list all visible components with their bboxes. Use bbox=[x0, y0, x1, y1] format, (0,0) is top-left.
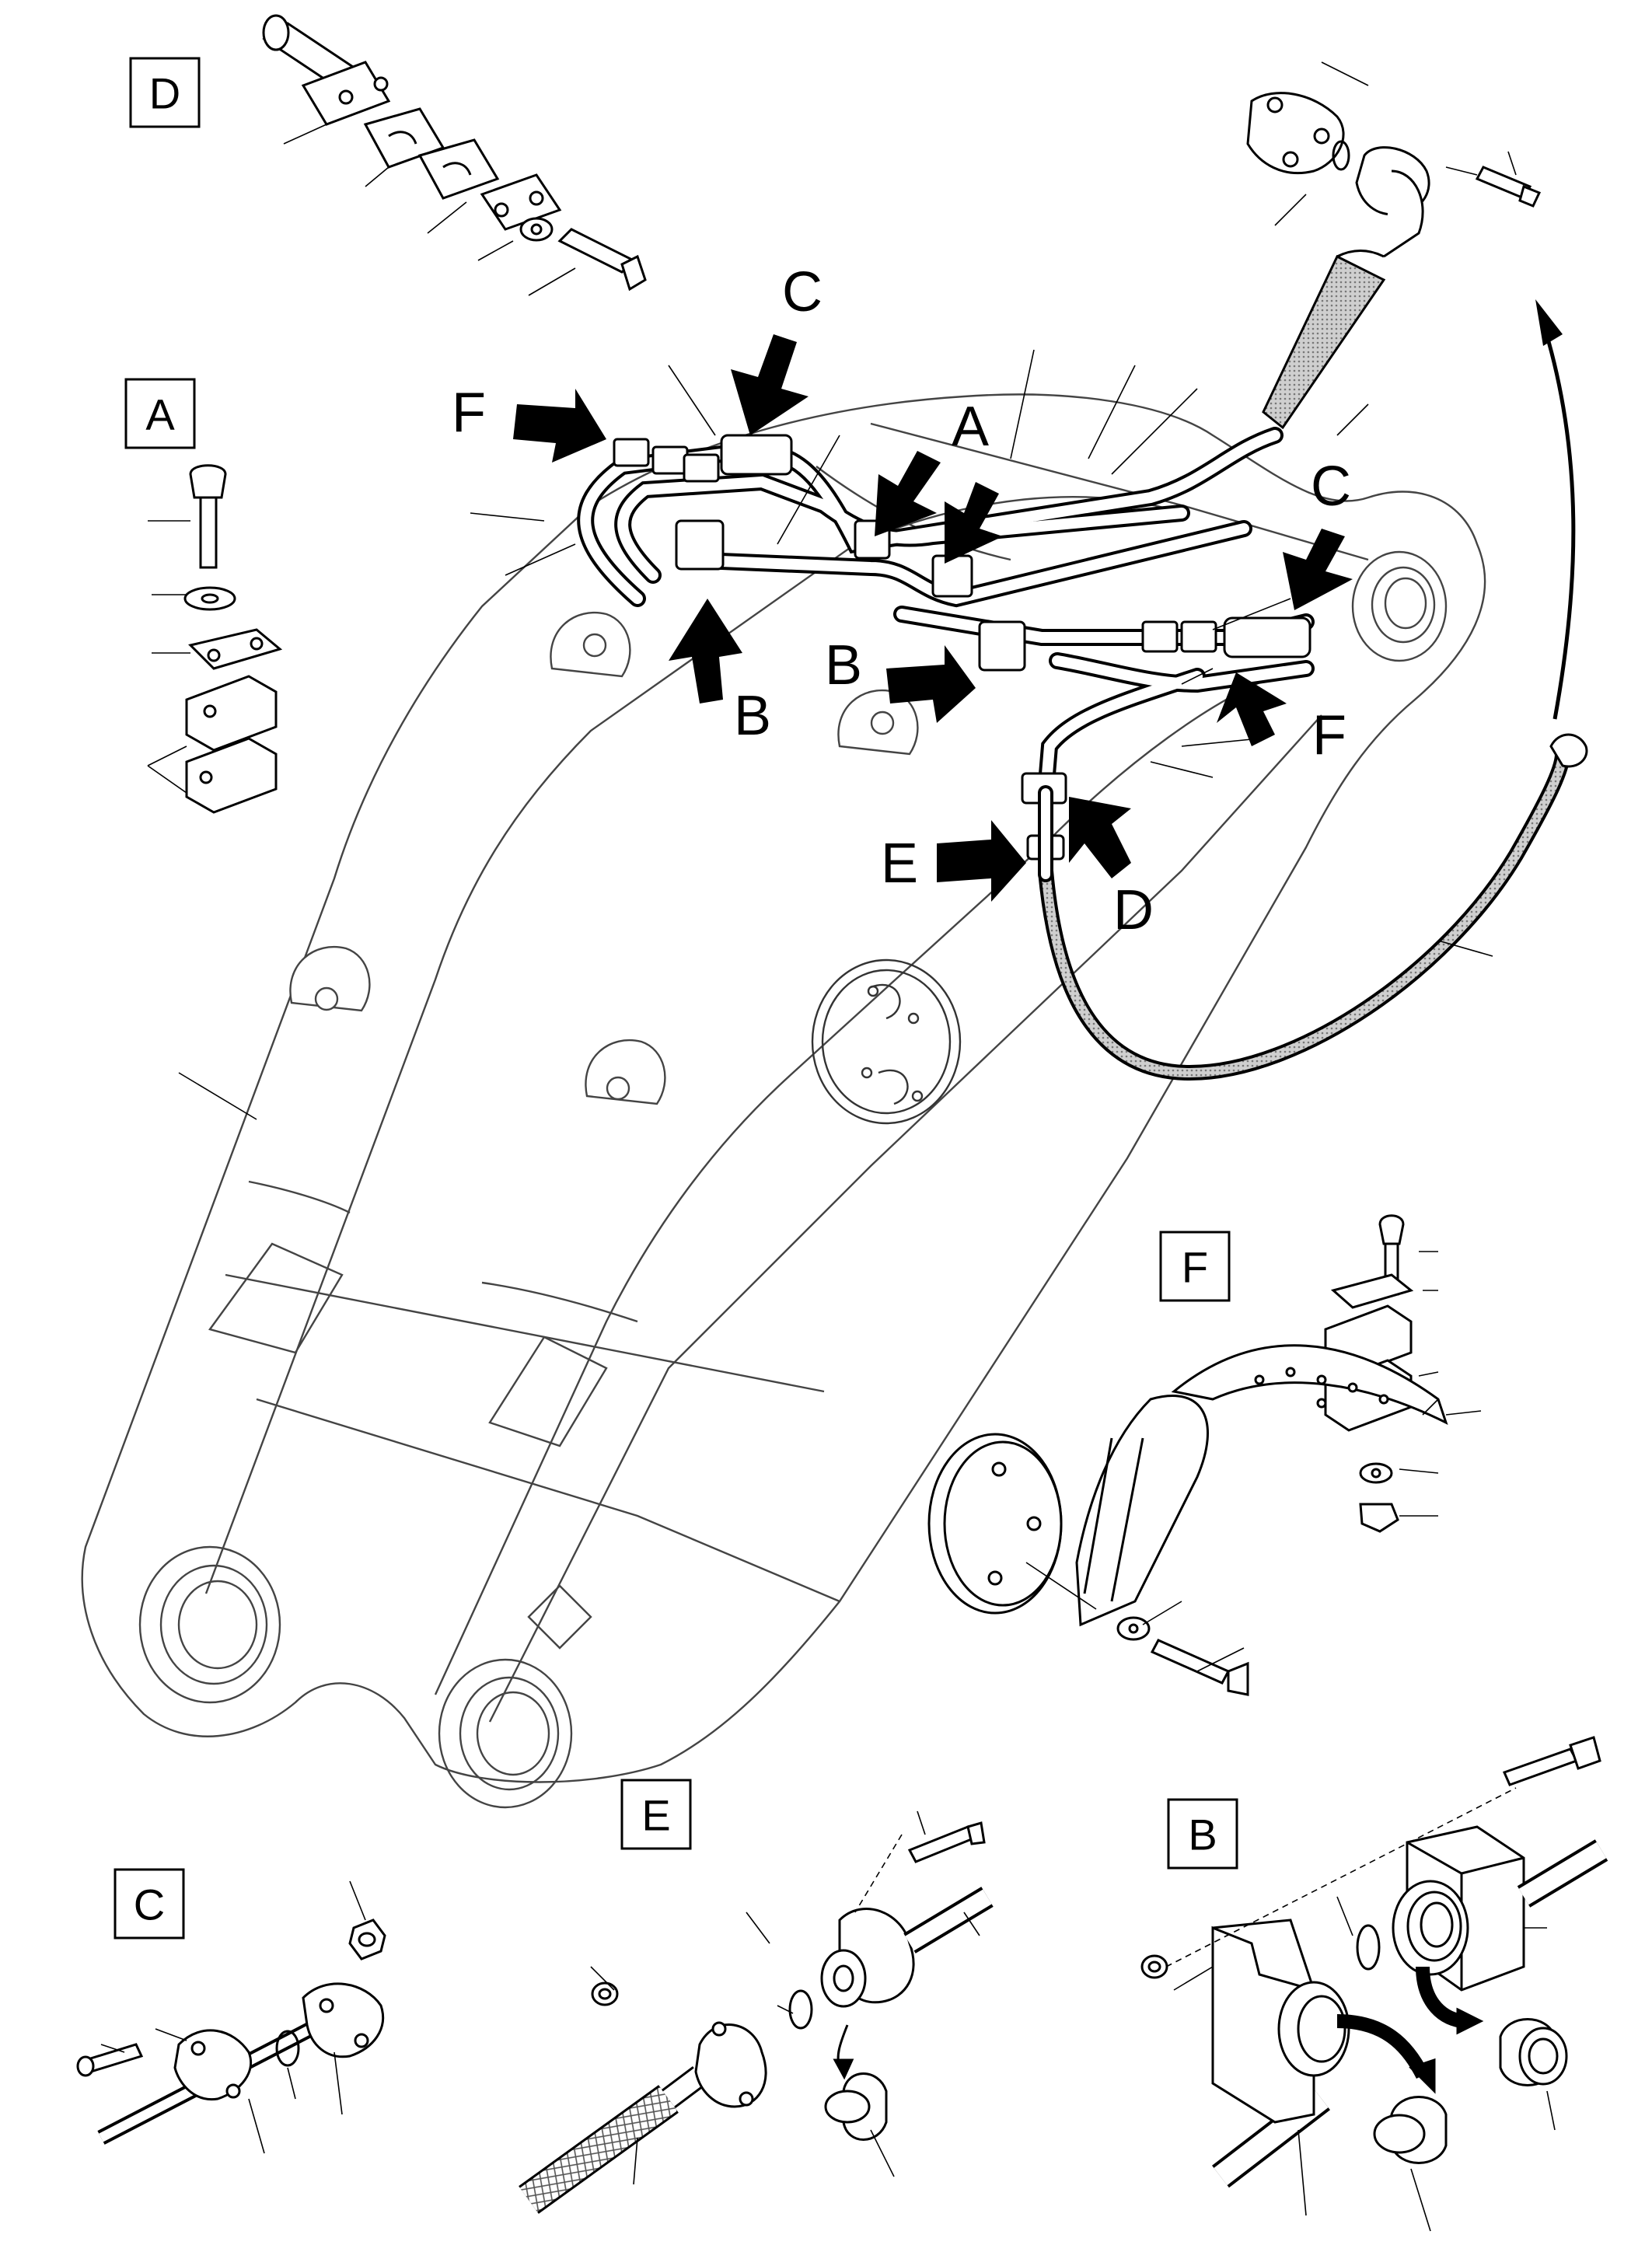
callout-arrows bbox=[513, 334, 1353, 902]
svg-text:C: C bbox=[134, 1880, 165, 1929]
boom-pivot-bosses bbox=[138, 550, 1448, 1809]
callout-a-mid: A bbox=[952, 396, 989, 458]
detail-d-parts bbox=[262, 14, 647, 296]
callout-c-right: C bbox=[1311, 456, 1351, 518]
detail-box-f: F bbox=[1159, 1231, 1231, 1302]
detail-label-boxes: D A F C E B bbox=[114, 57, 1238, 1940]
callout-d-mid: D bbox=[1113, 879, 1154, 941]
detail-b-parts bbox=[1140, 1736, 1608, 2232]
callout-letters: C F A B B C F E D bbox=[452, 261, 1351, 941]
callout-f-right: F bbox=[1312, 704, 1346, 766]
svg-text:A: A bbox=[145, 390, 175, 439]
svg-text:D: D bbox=[149, 69, 180, 118]
callout-c-top: C bbox=[782, 261, 823, 323]
detail-f-parts bbox=[927, 1214, 1482, 1696]
boom-arm bbox=[81, 393, 1486, 1783]
hydraulic-pipes bbox=[577, 427, 1315, 801]
flange-fitting-detail bbox=[1246, 61, 1542, 436]
flexible-hose bbox=[1038, 733, 1588, 1081]
callout-b-left: B bbox=[734, 685, 771, 747]
detail-c-parts bbox=[76, 1880, 386, 2154]
svg-text:F: F bbox=[1182, 1243, 1208, 1292]
boom-mounting-lugs bbox=[289, 612, 919, 1105]
detail-a-parts bbox=[147, 464, 283, 814]
detail-box-a: A bbox=[124, 378, 196, 449]
detail-box-e: E bbox=[620, 1779, 692, 1850]
svg-text:E: E bbox=[641, 1791, 670, 1840]
inspection-cover bbox=[811, 958, 962, 1125]
callout-f-left: F bbox=[452, 382, 486, 444]
detail-box-b: B bbox=[1167, 1798, 1238, 1870]
callout-e-mid: E bbox=[881, 833, 918, 895]
direction-arrow bbox=[1535, 299, 1576, 720]
callout-b-right: B bbox=[825, 634, 862, 697]
detail-e-parts bbox=[519, 1810, 994, 2214]
svg-text:B: B bbox=[1188, 1810, 1217, 1859]
detail-box-d: D bbox=[129, 57, 201, 128]
detail-box-c: C bbox=[114, 1868, 185, 1940]
leader-lines bbox=[178, 349, 1493, 1120]
